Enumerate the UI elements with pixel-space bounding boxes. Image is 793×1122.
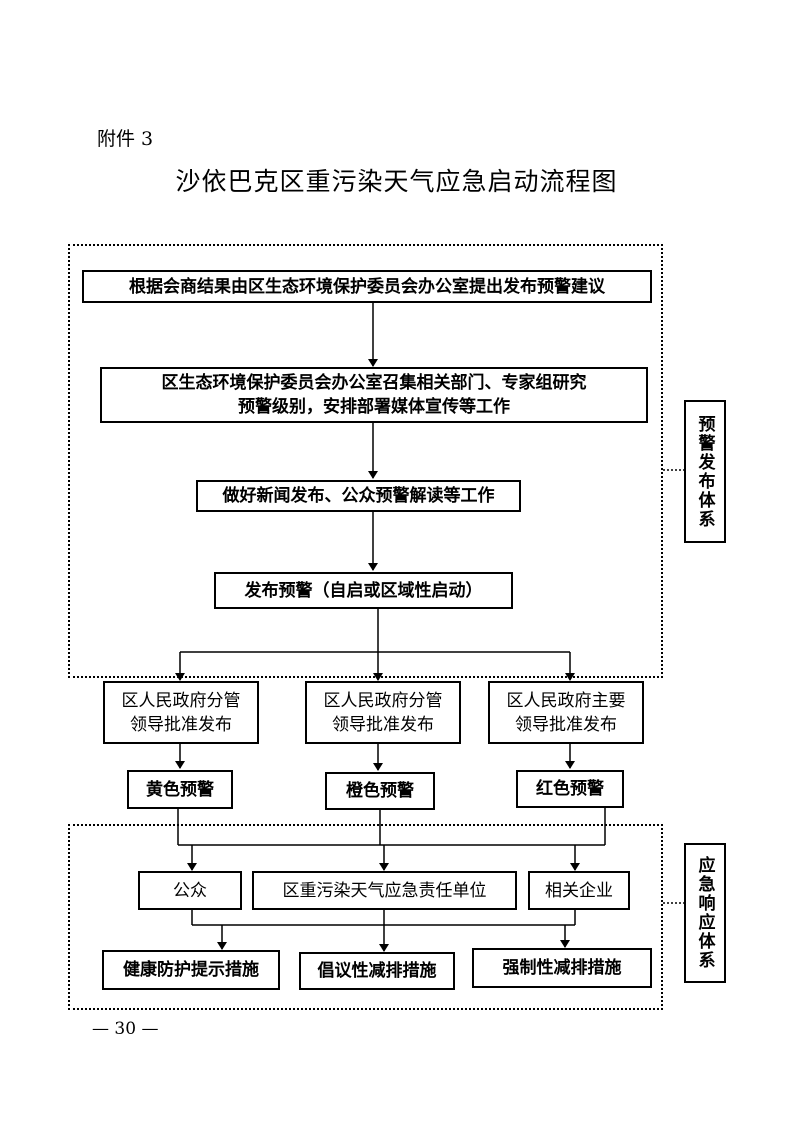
level-orange-text: 橙色预警 [346,781,414,801]
level-orange: 橙色预警 [325,772,435,810]
target-responsible-units: 区重污染天气应急责任单位 [252,871,517,910]
step-propose-warning: 根据会商结果由区生态环境保护委员会办公室提出发布预警建议 [82,270,652,303]
measure-mandatory: 强制性减排措施 [472,948,652,988]
approval-1-line2: 领导批准发布 [130,714,232,735]
approval-box-2: 区人民政府分管 领导批准发布 [305,681,461,744]
step-propose-warning-text: 根据会商结果由区生态环境保护委员会办公室提出发布预警建议 [129,276,605,297]
target-public: 公众 [138,871,242,910]
step-press-release: 做好新闻发布、公众预警解读等工作 [196,480,521,512]
step-study-warning-level: 区生态环境保护委员会办公室召集相关部门、专家组研究 预警级别，安排部署媒体宣传等… [100,367,648,423]
approval-box-3: 区人民政府主要 领导批准发布 [488,681,644,744]
approval-3-line1: 区人民政府主要 [506,690,626,711]
measure-health-text: 健康防护提示措施 [123,960,259,980]
level-red: 红色预警 [516,770,624,808]
warning-system-frame [68,244,663,678]
level-yellow-text: 黄色预警 [146,779,214,800]
target-enterprises: 相关企业 [528,871,630,910]
level-red-text: 红色预警 [536,779,604,799]
step-press-release-text: 做好新闻发布、公众预警解读等工作 [222,486,495,506]
measure-mandatory-text: 强制性减排措施 [502,958,622,978]
step-issue-warning-text: 发布预警（自启或区域性启动） [244,580,483,601]
measure-voluntary-text: 倡议性减排措施 [317,961,437,981]
page-title: 沙依巴克区重污染天气应急启动流程图 [175,167,618,196]
step-study-line2: 预警级别，安排部署媒体宣传等工作 [238,397,510,417]
step-issue-warning: 发布预警（自启或区域性启动） [214,572,513,609]
approval-1-line1: 区人民政府分管 [121,690,241,711]
page-number: — 30 — [92,1019,159,1039]
target-enterprises-text: 相关企业 [545,880,613,901]
approval-2-line2: 领导批准发布 [332,714,434,735]
response-system-frame [68,824,663,1010]
warning-system-label-text: 预警发布体系 [694,414,715,529]
attachment-label: 附件 3 [97,128,154,150]
response-system-label-text: 应急响应体系 [694,856,715,970]
approval-2-line1: 区人民政府分管 [323,690,443,711]
approval-3-line2: 领导批准发布 [515,714,617,735]
measure-voluntary: 倡议性减排措施 [299,952,455,990]
approval-box-1: 区人民政府分管 领导批准发布 [103,681,259,744]
response-system-label: 应急响应体系 [684,843,726,983]
target-public-text: 公众 [173,880,207,901]
level-yellow: 黄色预警 [127,770,233,809]
target-responsible-units-text: 区重污染天气应急责任单位 [282,880,487,901]
measure-health: 健康防护提示措施 [102,950,280,990]
step-study-line1: 区生态环境保护委员会办公室召集相关部门、专家组研究 [161,373,587,393]
warning-system-label: 预警发布体系 [684,400,726,543]
